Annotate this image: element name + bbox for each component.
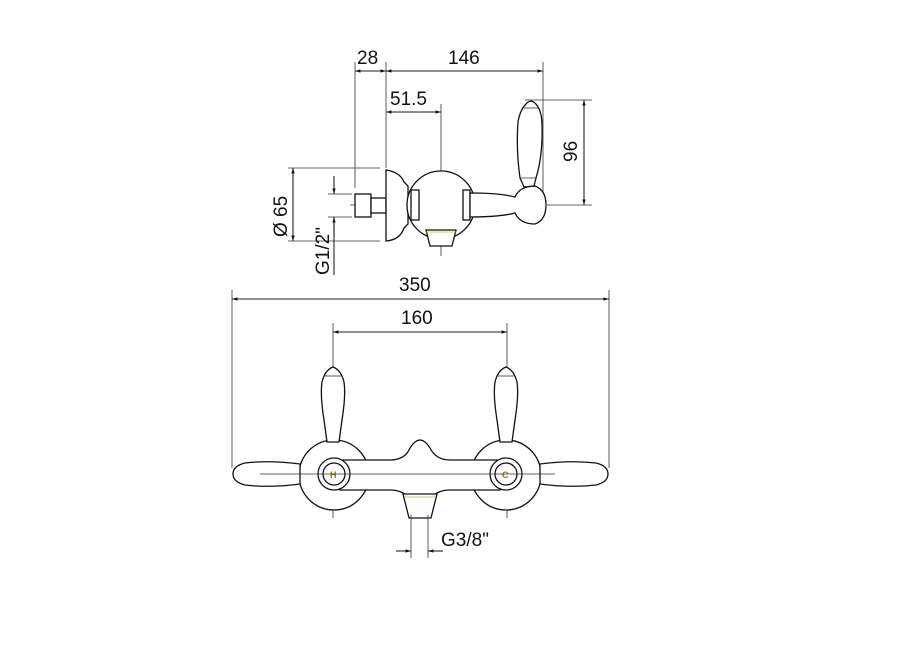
dimension-label: Ø 65 bbox=[271, 196, 292, 237]
dimension-rosette-diameter: Ø 65 bbox=[271, 168, 295, 241]
dimension-handle-height: 96 bbox=[561, 100, 586, 205]
cold-marking: C bbox=[502, 470, 509, 480]
dimension-label: 146 bbox=[448, 48, 480, 69]
dimension-center-offset: 51.5 bbox=[386, 89, 441, 114]
mixer-front-profile: H C bbox=[232, 366, 609, 519]
mixer-side-profile bbox=[354, 100, 547, 247]
hot-marking: H bbox=[330, 470, 337, 480]
dimension-label: G3/8" bbox=[441, 530, 489, 551]
dimension-label: G1/2" bbox=[313, 227, 334, 275]
front-view: 350 160 H C bbox=[231, 275, 610, 558]
dimension-label: 160 bbox=[401, 308, 433, 329]
dimension-center-distance: 160 bbox=[333, 308, 507, 334]
dimension-label: 28 bbox=[357, 48, 378, 69]
dimension-inlet-thread: G1/2" bbox=[313, 176, 336, 275]
dimension-total-width: 350 bbox=[232, 275, 609, 301]
dimension-total-depth: 146 bbox=[386, 48, 543, 73]
dimension-outlet-thread: G3/8" bbox=[396, 515, 489, 558]
dimension-label: 51.5 bbox=[390, 89, 427, 110]
dimension-pipe-depth: 28 bbox=[355, 48, 386, 73]
dimension-label: 96 bbox=[561, 141, 582, 162]
side-view: 28 146 51.5 96 Ø 65 G1/2" bbox=[271, 48, 592, 275]
dimension-label: 350 bbox=[399, 275, 431, 296]
